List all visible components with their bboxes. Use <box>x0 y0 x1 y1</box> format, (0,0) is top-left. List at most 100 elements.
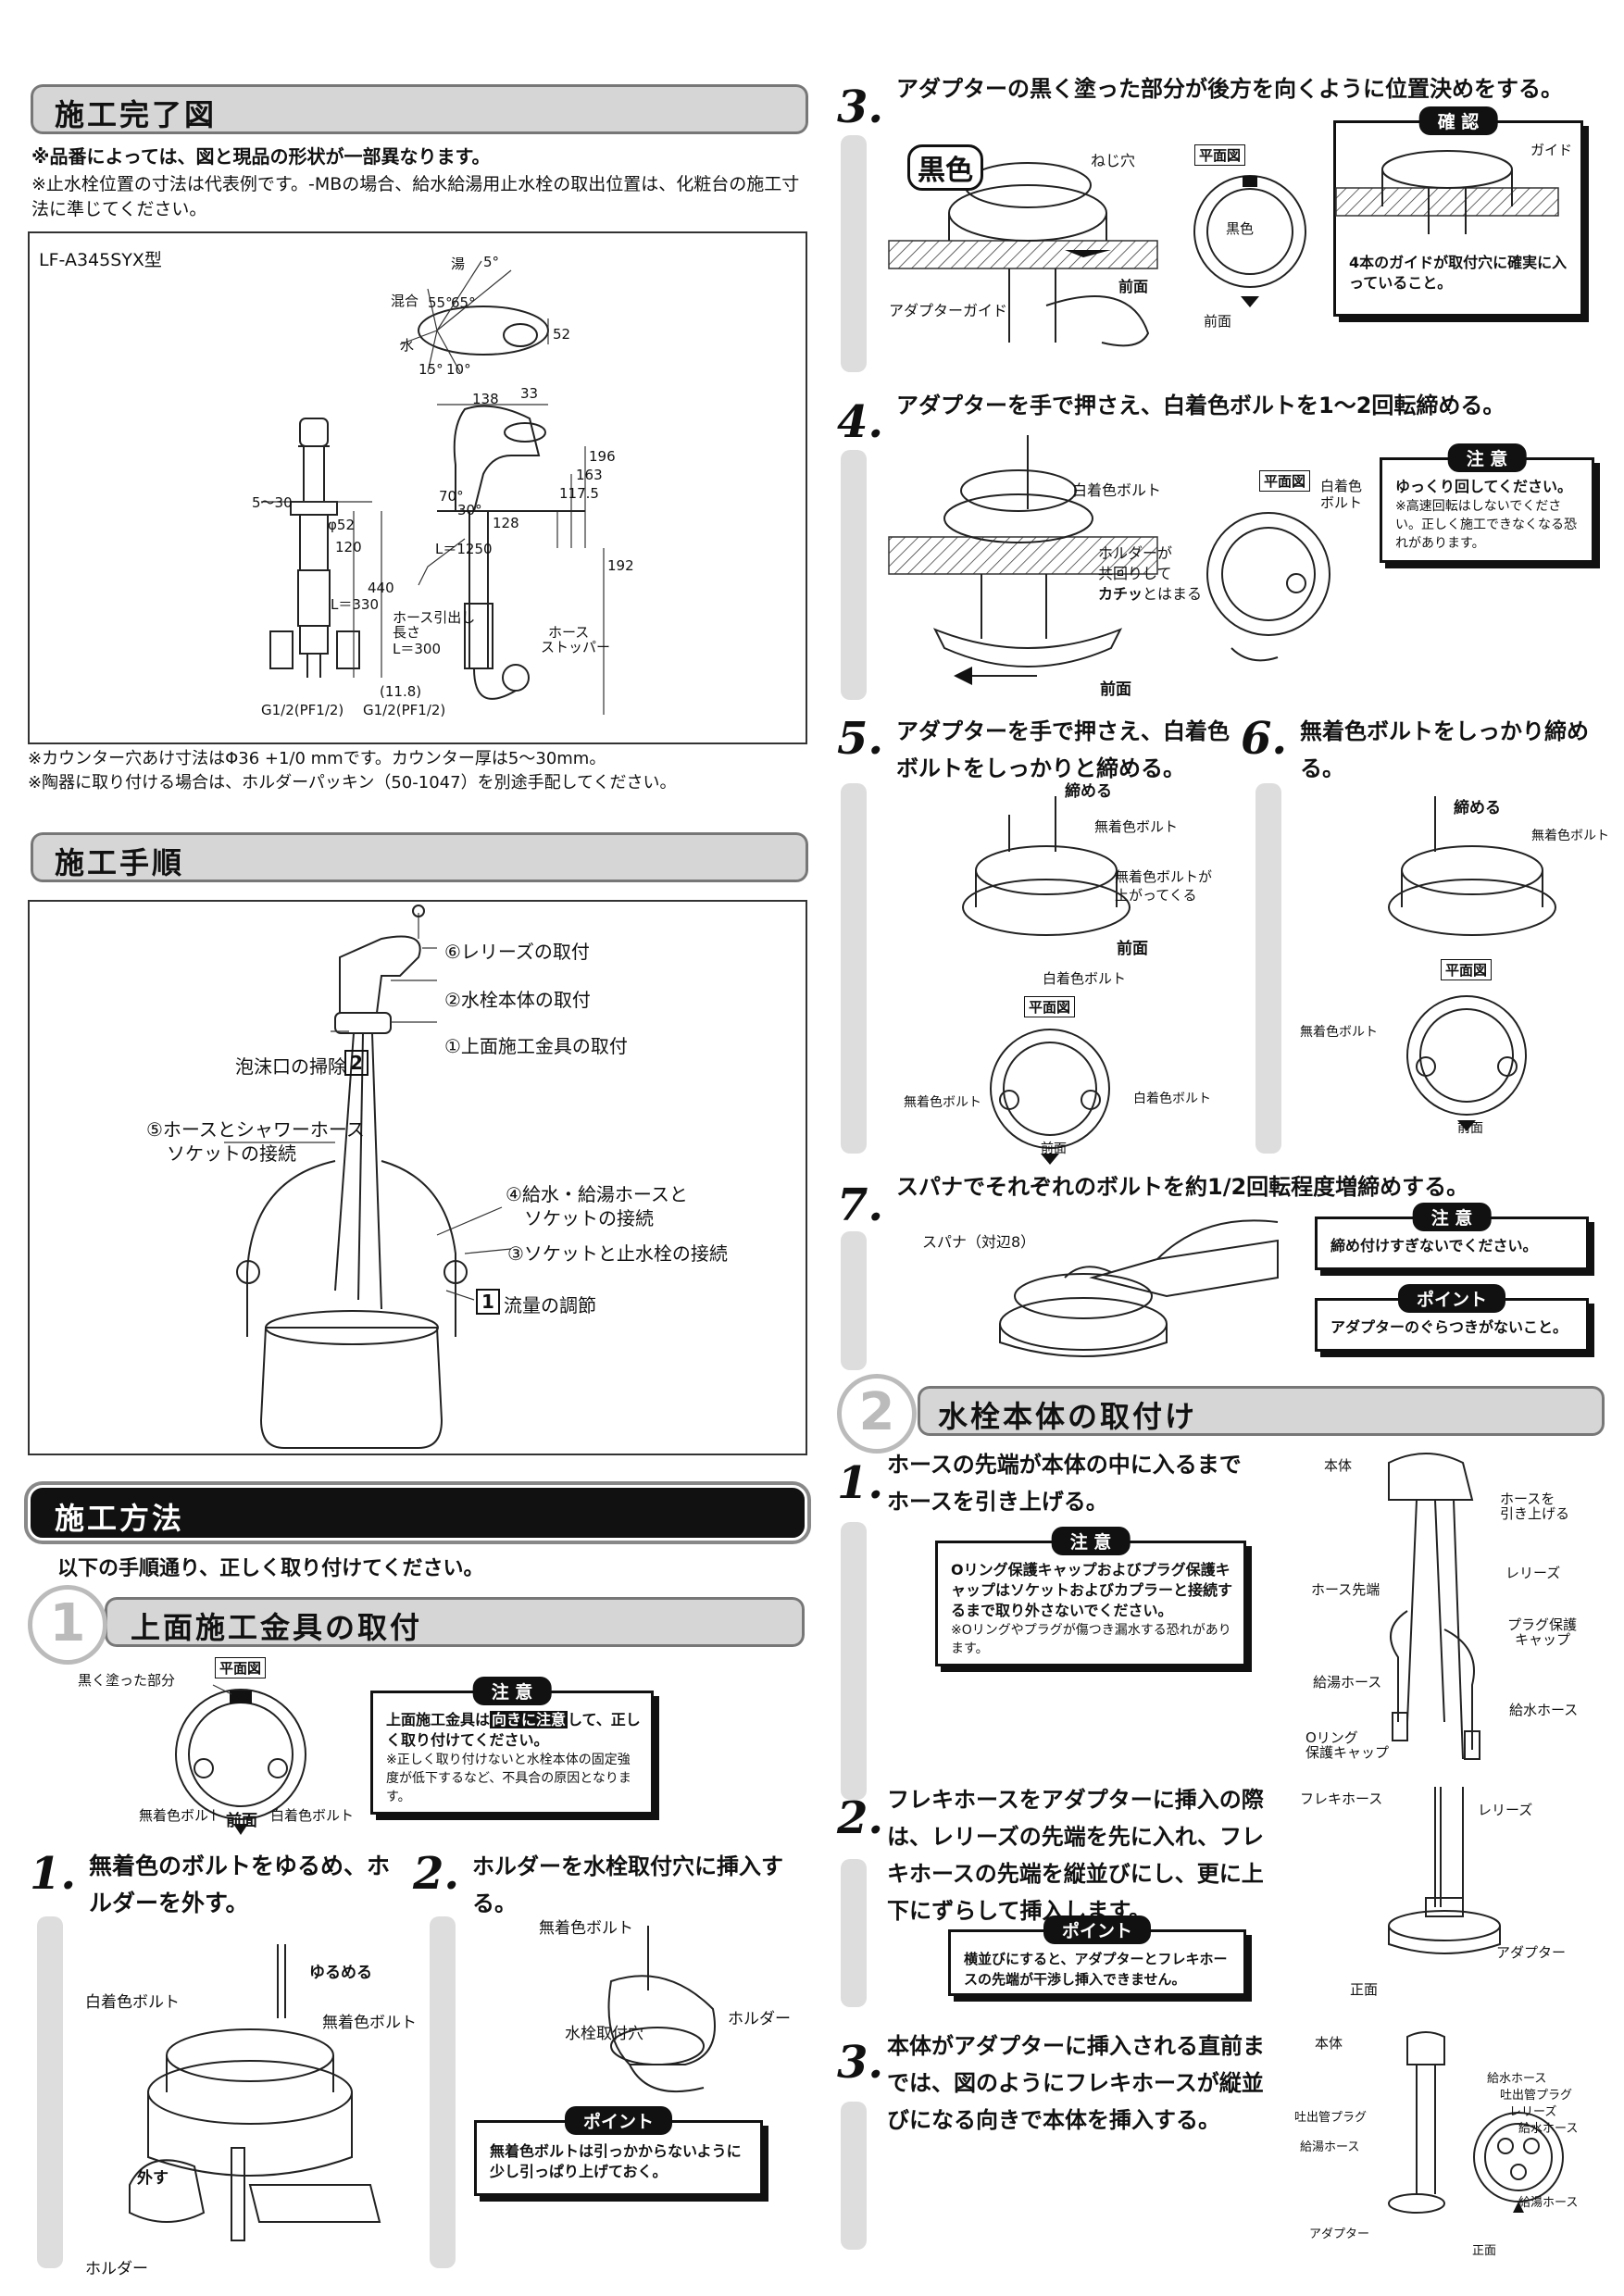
dim-a70: 70° <box>439 488 464 505</box>
p1-s2-holder: ホルダー <box>728 2010 791 2028</box>
p1-s4-front: 前面 <box>1100 680 1131 699</box>
p1-step4-drawing <box>888 435 1158 685</box>
p1-plan-label: 平面図 <box>215 1657 267 1678</box>
p1-s5-plan: 平面図 <box>1024 996 1076 1017</box>
p2-f1-tip: ホース先端 <box>1311 1581 1380 1598</box>
part2-number: 2 <box>837 1374 917 1454</box>
dim-d52: 52 <box>553 326 571 343</box>
p1-step5-drawing <box>962 796 1131 936</box>
p2-f1-release: レリーズ <box>1505 1565 1561 1581</box>
confirm-drawing <box>1335 150 1559 234</box>
p1-caution4-box: 注 意 ゆっくり回してください。 ※高速回転はしないでください。正しく施工できな… <box>1380 443 1594 563</box>
p2-caution1-box: 注 意 Oリング保護キャップおよびプラグ保護キャップはソケットおよびカプラーと接… <box>935 1527 1246 1666</box>
p2-f1-hot: 給湯ホース <box>1313 1674 1382 1691</box>
p1-step1-drawing <box>129 1944 381 2241</box>
p2-step3-text: 本体がアダプターに挿入される直前までは、図のようにフレキホースが縦並びになる向き… <box>887 2033 1265 2133</box>
part1-header: 上面施工金具の取付 <box>102 1594 807 1650</box>
p2-step1-bar <box>841 1522 867 1800</box>
note-shape: ※品番によっては、図と現品の形状が一部異なります。 <box>31 145 491 168</box>
part1-plan-drawing <box>175 1684 306 1835</box>
caution-highlight: 向きに注意 <box>490 1711 568 1728</box>
dim-a65: 65° <box>451 294 476 311</box>
foot-note-2: ※陶器に取り付ける場合は、ホルダーパッキン（50-1047）を別途手配してくださ… <box>28 773 677 792</box>
p1-s6-plan: 平面図 <box>1441 959 1493 980</box>
caution-tag: 注 意 <box>1412 1203 1492 1231</box>
section-title: 施工方法 <box>55 1501 185 1536</box>
p1-step2-text: ホルダーを水栓取付穴に挿入する。 <box>472 1853 783 1916</box>
p2-f1-oring2: 保護キャップ <box>1305 1744 1390 1761</box>
p1-step5-bar <box>841 783 867 1154</box>
p1-s3-front: 前面 <box>1118 278 1149 295</box>
p1-s4-plan-drawing <box>1206 512 1330 662</box>
p1-s5-clear: 無着色ボルト <box>1094 818 1179 835</box>
p2-step2-bar <box>841 1859 867 2007</box>
p1-bolt-white: 白着色ボルト <box>270 1807 355 1824</box>
part2-title: 水栓本体の取付け <box>938 1399 1198 1434</box>
p1-point7-box: ポイント アダプターのぐらつきがないこと。 <box>1315 1284 1589 1352</box>
p2-f3-adapter: アダプター <box>1309 2227 1370 2241</box>
caution-text: 締め付けすぎないでください。 <box>1330 1237 1538 1254</box>
dim-d1175: 117.5 <box>559 485 599 502</box>
dim-stopper: ホース <box>548 624 590 641</box>
p1-s3-blackc: 黒色 <box>1226 220 1255 237</box>
dim-a10: 10° <box>446 361 471 378</box>
dim-a55: 55° <box>428 294 453 311</box>
p1-s1-white: 白着色ボルト <box>85 1993 180 2012</box>
caution-sub: ※高速回転はしないでください。正しく施工できなくなる恐れがあります。 <box>1395 499 1577 551</box>
dim-d163: 163 <box>576 467 603 483</box>
p1-step6-bar <box>1255 783 1281 1154</box>
p1-s5-plan-drawing <box>990 1029 1110 1165</box>
proc-label-s5b: ソケットの接続 <box>167 1142 296 1165</box>
p1-s4-plan: 平面図 <box>1259 470 1311 492</box>
dim-a30: 30° <box>457 502 482 518</box>
p1-s5-front2: 前面 <box>1041 1142 1067 1156</box>
p1-front: 前面 <box>226 1812 257 1830</box>
caution-tag: 注 意 <box>1051 1527 1131 1555</box>
p1-step2-number: 2. <box>413 1848 460 1900</box>
proc-label-flow: 流量の調節 <box>504 1294 596 1316</box>
dim-a15: 15° <box>418 361 443 378</box>
p1-s5-up2: 上がってくる <box>1115 887 1197 904</box>
proc-label-s3: ③ソケットと止水栓の接続 <box>507 1242 728 1265</box>
p1-s5-clear2: 無着色ボルト <box>904 1095 981 1110</box>
p1-confirm-box: 確 認 ガイド 4本のガイドが取付穴に確実に入っていること。 <box>1333 106 1583 317</box>
p1-s3-front2: 前面 <box>1204 313 1232 330</box>
p2-f2-front: 正面 <box>1350 1981 1379 1998</box>
proc-label-s1: ①上面施工金具の取付 <box>444 1035 628 1057</box>
part1-number: 1 <box>28 1585 107 1665</box>
model-label: LF-A345SYX型 <box>39 250 162 270</box>
p1-s5-up1: 無着色ボルトが <box>1115 868 1213 885</box>
dim-mix: 混合 <box>391 293 419 309</box>
p2-f3-cold2: 給水ホース <box>1518 2122 1579 2136</box>
p2-step3-drawing <box>1388 2031 1564 2214</box>
p1-step3-bar <box>841 135 867 372</box>
dim-a5: 5° <box>483 254 500 270</box>
point-text: 無着色ボルトは引っかからないように少し引っぱり上げておく。 <box>490 2142 742 2180</box>
point-text: アダプターのぐらつきがないこと。 <box>1330 1318 1568 1336</box>
p1-s6-clear2: 無着色ボルト <box>1300 1025 1378 1040</box>
p1-step7-text: スパナでそれぞれのボルトを約1/2回転程度増締めする。 <box>896 1174 1469 1200</box>
p1-s5-front: 前面 <box>1117 940 1148 958</box>
dim-hose-len2: 長さ <box>393 624 421 641</box>
p1-step2-drawing <box>607 1926 716 2093</box>
p2-f2-release: レリーズ <box>1478 1802 1533 1818</box>
dim-d196: 196 <box>589 448 616 465</box>
confirm-guide: ガイド <box>1530 142 1573 158</box>
p1-s1-clear: 無着色ボルト <box>322 2014 417 2032</box>
p1-s2-clear: 無着色ボルト <box>539 1919 633 1938</box>
p1-step3-drawing <box>888 162 1158 347</box>
proc-label-flow-num: 1 <box>476 1289 500 1315</box>
caution-sub: ※Oリングやプラグが傷つき漏水する恐れがあります。 <box>951 1623 1231 1656</box>
p1-s4-holder3: カチッとはまる <box>1098 585 1203 603</box>
p1-s1-loosen: ゆるめる <box>309 1964 372 1982</box>
p1-s6-clear: 無着色ボルト <box>1531 829 1609 843</box>
faucet-dimension-drawing <box>261 260 605 715</box>
p2-step1-drawing <box>1388 1453 1480 1760</box>
caution-text: 上面施工金具は向きに注意して、正しく取り付けてください。 ※正しく取り付けないと… <box>386 1711 641 1804</box>
p1-s1-remove: 外す <box>137 2169 169 2188</box>
p1-step2-bar <box>430 1916 456 2268</box>
complete-diagram-box: LF-A345SYX型 <box>28 231 807 744</box>
p2-step3-number: 3. <box>837 2037 884 2089</box>
p2-step2-drawing <box>1388 1787 1501 1954</box>
p1-s6-plan-drawing <box>1406 995 1527 1131</box>
